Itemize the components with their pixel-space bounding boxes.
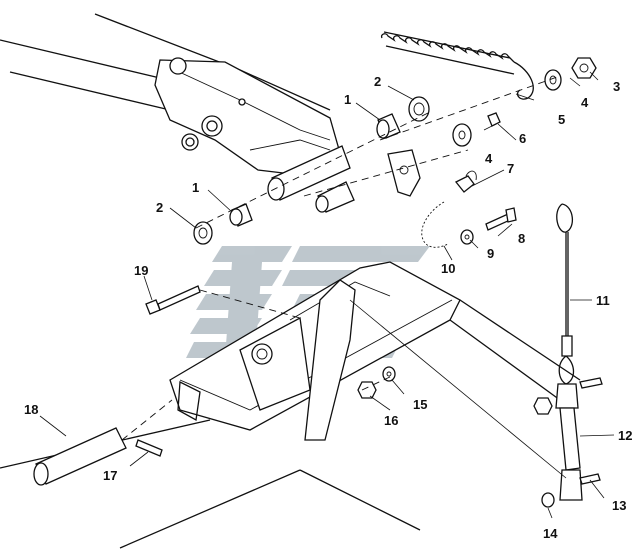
callout-11: 11 — [596, 293, 610, 308]
callout-4-upper: 4 — [581, 95, 589, 110]
lower-frame-assembly — [0, 261, 581, 549]
callout-8: 8 — [518, 231, 525, 246]
callout-12: 12 — [618, 428, 632, 443]
callout-5: 5 — [558, 112, 565, 127]
washer-upper — [544, 69, 562, 91]
cotter-17 — [135, 439, 163, 457]
tension-spring — [380, 31, 534, 100]
bolt-head-icon — [169, 57, 187, 75]
callout-3: 3 — [613, 79, 620, 94]
callout-6: 6 — [519, 131, 526, 146]
callout-4-middle: 4 — [485, 151, 493, 166]
washer-15 — [382, 366, 396, 382]
callout-18: 18 — [24, 402, 38, 417]
pivot-bracket — [387, 149, 421, 197]
callout-7: 7 — [507, 161, 514, 176]
nut-upper — [571, 57, 597, 79]
callout-9: 9 — [487, 246, 494, 261]
nut-16 — [357, 381, 377, 399]
washer-2-lower — [193, 221, 213, 245]
callout-16: 16 — [384, 413, 398, 428]
callout-17: 17 — [103, 468, 117, 483]
callout-19: 19 — [134, 263, 148, 278]
callout-13: 13 — [612, 498, 626, 513]
cable-11 — [556, 203, 575, 385]
washer-9 — [460, 229, 474, 245]
callout-2-lower: 2 — [156, 200, 163, 215]
upper-arm-assembly — [0, 13, 355, 213]
bolt-8 — [485, 207, 517, 231]
callout-10: 10 — [441, 261, 455, 276]
callout-1-upper: 1 — [344, 92, 351, 107]
callout-14: 14 — [543, 526, 558, 541]
callout-2-upper: 2 — [374, 74, 381, 89]
spacer-6 — [487, 112, 501, 127]
lanyard-pin-assembly — [421, 170, 477, 248]
callout-1-lower: 1 — [192, 180, 199, 195]
callout-15: 15 — [413, 397, 427, 412]
washer-4-middle — [452, 123, 472, 147]
bolt-19 — [145, 285, 201, 315]
washer-2-upper — [408, 96, 430, 122]
pin-18 — [33, 427, 127, 486]
turnbuckle-12 — [349, 299, 603, 508]
